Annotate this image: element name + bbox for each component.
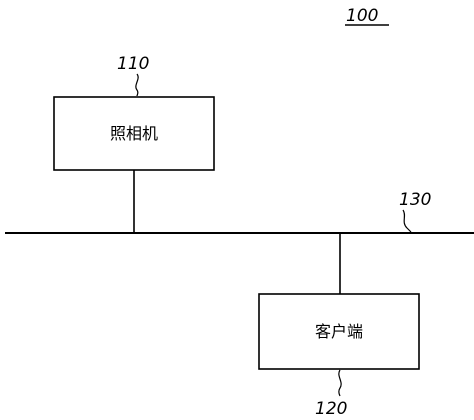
network-bus: 130 xyxy=(5,190,474,234)
camera-label: 照相机 xyxy=(110,124,158,143)
client-ref-label: 120 xyxy=(315,399,347,419)
network-ref-label: 130 xyxy=(399,190,431,210)
client-label: 客户端 xyxy=(315,322,363,341)
client-node: 客户端 120 xyxy=(258,233,420,419)
client-leader-line xyxy=(338,369,342,397)
network-leader-line xyxy=(402,209,412,233)
camera-ref-label: 110 xyxy=(117,54,149,74)
camera-node: 110 照相机 xyxy=(53,54,215,233)
system-ref-label: 100 xyxy=(346,6,378,26)
system-reference: 100 xyxy=(345,6,389,26)
camera-leader-line xyxy=(135,73,139,97)
client-box xyxy=(258,293,420,370)
